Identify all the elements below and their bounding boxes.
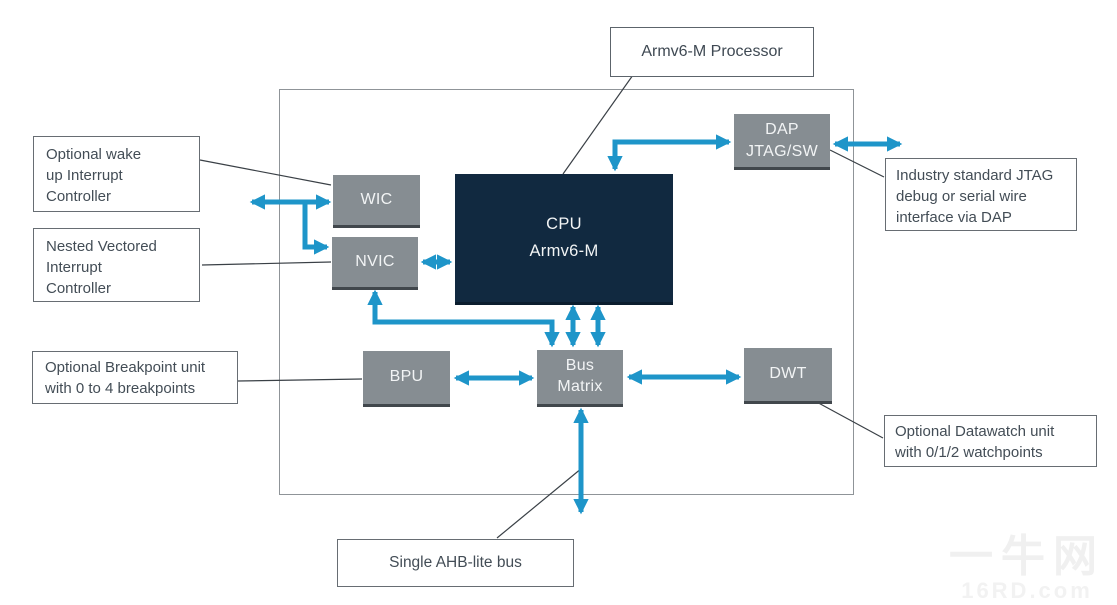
block-cpu: CPU Armv6-M: [455, 174, 673, 305]
annotation-wake-up-interrupt-controller: Optional wake up Interrupt Controller: [33, 136, 200, 212]
block-dwt: DWT: [744, 348, 832, 404]
diagram-title: Armv6-M Processor: [641, 43, 783, 60]
annotation-single-ahb-lite-bus: Single AHB-lite bus: [337, 539, 574, 587]
annotation-nested-vectored-interrupt-controller: Nested Vectored Interrupt Controller: [33, 228, 200, 302]
annotation-optional-datawatch-unit: Optional Datawatch unit with 0/1/2 watch…: [884, 415, 1097, 467]
title-box: Armv6-M Processor: [610, 27, 814, 77]
watermark-logo-text: 一牛网: [949, 531, 1105, 581]
watermark: 一牛网 16RD.com: [949, 531, 1105, 603]
watermark-domain-text: 16RD.com: [961, 577, 1093, 603]
block-nvic: NVIC: [332, 237, 418, 290]
block-dap-jtag-sw: DAP JTAG/SW: [734, 114, 830, 170]
block-bpu: BPU: [363, 351, 450, 407]
block-wic: WIC: [333, 175, 420, 228]
annotation-optional-breakpoint-unit: Optional Breakpoint unit with 0 to 4 bre…: [32, 351, 238, 404]
annotation-jtag-debug-interface: Industry standard JTAG debug or serial w…: [885, 158, 1077, 231]
block-bus-matrix: Bus Matrix: [537, 350, 623, 407]
